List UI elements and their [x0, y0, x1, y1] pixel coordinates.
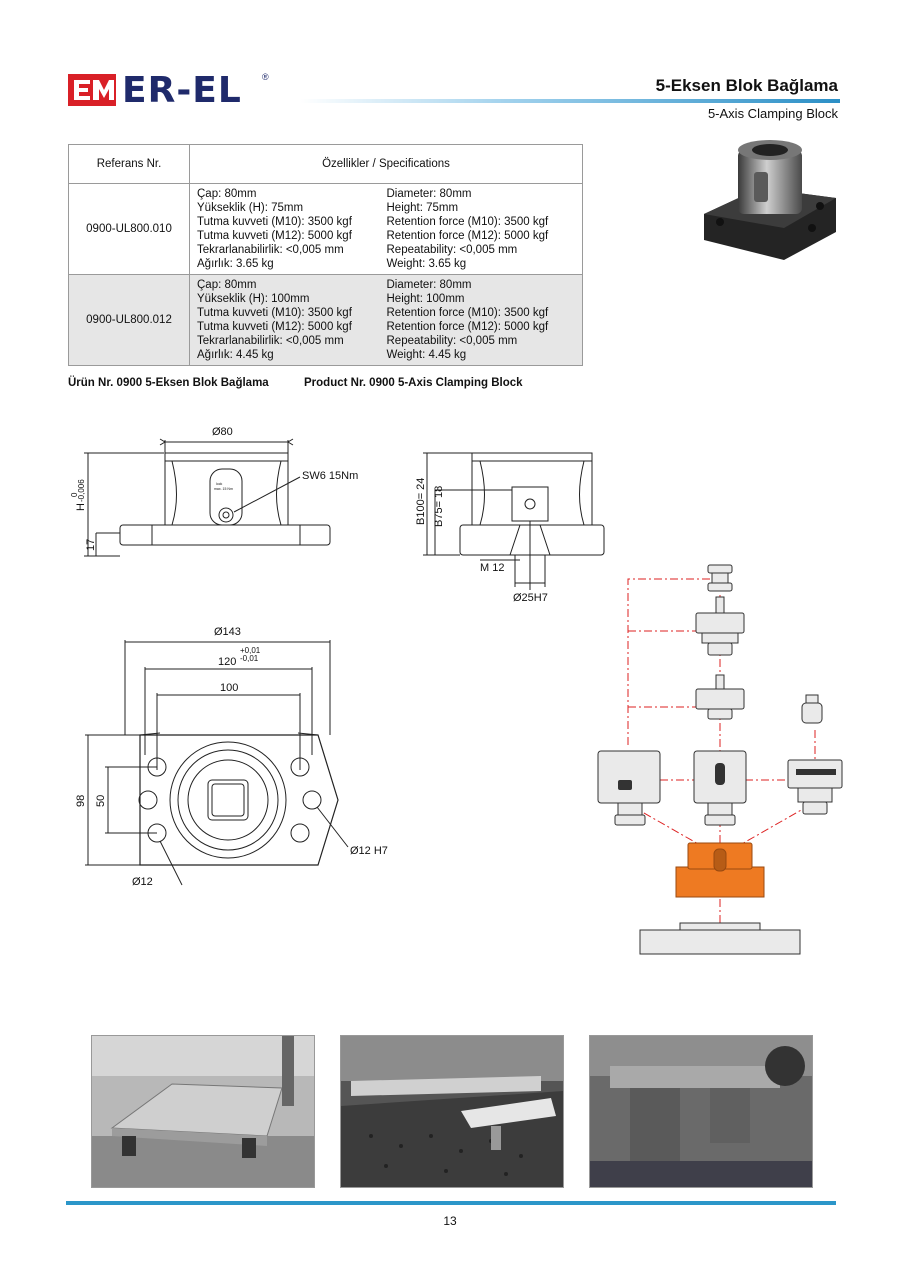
ref-number: 0900-UL800.010 — [68, 183, 190, 275]
dim-h98: 98 — [75, 795, 87, 807]
spec-list-tr: Çap: 80mm Yükseklik (H): 75mm Tutma kuvv… — [197, 187, 387, 271]
dim-h17: 17 — [85, 539, 97, 551]
spec-line: Tutma kuvveti (M12): 5000 kgf — [197, 321, 352, 333]
spec-list-en: Diameter: 80mm Height: 75mm Retention fo… — [387, 187, 577, 271]
spec-line: Retention force (M10): 3500 kgf — [386, 216, 549, 228]
dim-b100: B100= 24 — [415, 478, 427, 525]
badge-text-1: lock — [216, 482, 222, 486]
dim-m12: M 12 — [480, 562, 504, 574]
page-number: 13 — [443, 1214, 457, 1228]
spec-line: Repeatability: <0,005 mm — [386, 244, 518, 256]
column-header-ref: Referans Nr. — [68, 144, 190, 184]
spec-line: Weight: 4.45 kg — [386, 349, 467, 361]
spec-line: Height: 100mm — [386, 293, 465, 305]
dim-sw6: SW6 15Nm — [302, 470, 358, 482]
dim-d120: 120 — [218, 656, 236, 668]
dim-h-tol-bot: -0,006 — [77, 479, 86, 502]
spec-line: Weight: 3.65 kg — [386, 258, 467, 270]
table-row: 0900-UL800.012 Çap: 80mm Yükseklik (H): … — [68, 274, 583, 366]
dim-d12: Ø12 — [132, 876, 153, 888]
product-photo — [704, 140, 836, 260]
dim-d80: Ø80 — [212, 426, 233, 438]
brand-registered-mark: ® — [262, 72, 269, 82]
brand-name: ER-EL — [122, 70, 242, 111]
spec-line: Retention force (M10): 3500 kgf — [386, 307, 549, 319]
dim-d120-tol-bot: -0,01 — [240, 654, 259, 663]
exploded-assembly-diagram — [597, 564, 843, 955]
spec-cell: Çap: 80mm Yükseklik (H): 100mm Tutma kuv… — [189, 274, 583, 366]
spec-line: Retention force (M12): 5000 kgf — [386, 321, 549, 333]
page-subtitle: 5-Axis Clamping Block — [707, 106, 838, 121]
spec-line: Tekrarlanabilirlik: <0,005 mm — [197, 335, 344, 347]
product-number-tr: Ürün Nr. 0900 5-Eksen Blok Bağlama — [68, 377, 269, 389]
dim-d25: Ø25H7 — [513, 592, 548, 604]
header-divider — [300, 99, 840, 103]
product-number-en: Product Nr. 0900 5-Axis Clamping Block — [304, 377, 523, 389]
dim-d100: 100 — [220, 682, 238, 694]
spec-line: Yükseklik (H): 100mm — [197, 293, 310, 305]
spec-line: Çap: 80mm — [197, 188, 257, 200]
technical-drawings: Ø80 SW6 15Nm lock max. 15 Nm H 0 -0,006 … — [70, 426, 605, 888]
spec-cell: Çap: 80mm Yükseklik (H): 75mm Tutma kuvv… — [189, 183, 583, 275]
spec-line: Repeatability: <0,005 mm — [386, 335, 518, 347]
page-title: 5-Eksen Blok Bağlama — [655, 76, 838, 95]
dim-d12h7: Ø12 H7 — [350, 845, 388, 857]
dim-h-tol-top: 0 — [70, 492, 79, 497]
spec-line: Yükseklik (H): 75mm — [197, 202, 304, 214]
spec-list-tr: Çap: 80mm Yükseklik (H): 100mm Tutma kuv… — [197, 278, 387, 362]
spec-line: Tutma kuvveti (M12): 5000 kgf — [197, 230, 352, 242]
dim-d143: Ø143 — [214, 626, 241, 638]
spec-line: Diameter: 80mm — [386, 188, 472, 200]
footer-divider — [66, 1201, 836, 1205]
dim-b75: B75= 18 — [433, 486, 445, 527]
dim-h: H — [75, 503, 87, 511]
spec-line: Diameter: 80mm — [386, 279, 472, 291]
spec-line: Retention force (M12): 5000 kgf — [386, 230, 549, 242]
ref-number: 0900-UL800.012 — [68, 274, 190, 366]
spec-line: Tekrarlanabilirlik: <0,005 mm — [197, 244, 344, 256]
erel-logo-icon — [68, 74, 116, 106]
spec-line: Tutma kuvveti (M10): 3500 kgf — [197, 307, 352, 319]
dim-d120-tol-top: +0,01 — [240, 646, 261, 655]
spec-line: Ağırlık: 4.45 kg — [197, 349, 274, 361]
badge-text-2: max. 15 Nm — [214, 487, 233, 491]
spec-table: Referans Nr. Özellikler / Specifications… — [68, 144, 583, 366]
application-photo-3 — [589, 1035, 813, 1188]
dim-h50: 50 — [95, 795, 107, 807]
application-photo-1 — [91, 1035, 315, 1188]
application-photo-2 — [340, 1035, 564, 1188]
spec-line: Tutma kuvveti (M10): 3500 kgf — [197, 216, 352, 228]
spec-line: Çap: 80mm — [197, 279, 257, 291]
table-row: 0900-UL800.010 Çap: 80mm Yükseklik (H): … — [68, 183, 583, 275]
spec-line: Height: 75mm — [386, 202, 459, 214]
spec-list-en: Diameter: 80mm Height: 100mm Retention f… — [387, 278, 577, 362]
spec-line: Ağırlık: 3.65 kg — [197, 258, 274, 270]
column-header-spec: Özellikler / Specifications — [189, 144, 583, 184]
